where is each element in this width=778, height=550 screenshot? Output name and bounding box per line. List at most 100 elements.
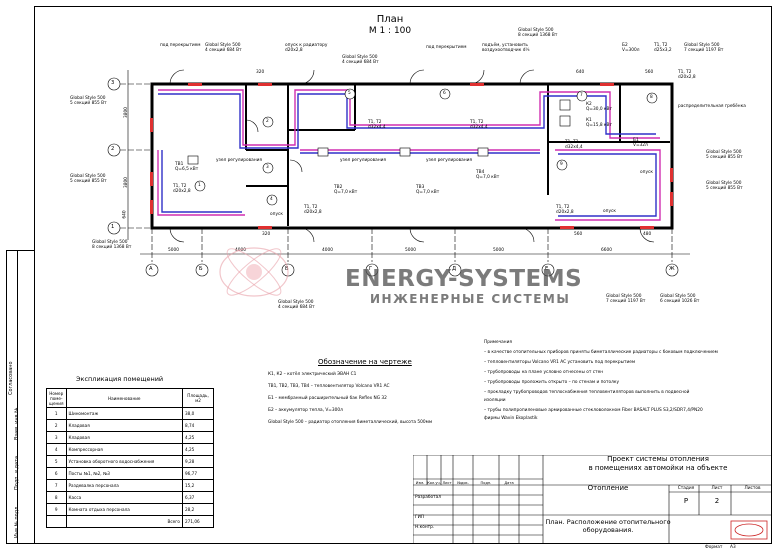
legend-line-1: К1, К2 – котёл электрический ЭВАН С1 bbox=[268, 372, 357, 377]
dim-320-b: 320 bbox=[262, 232, 271, 237]
dim-span-6: 6600 bbox=[601, 248, 612, 253]
room-9: 9 bbox=[560, 162, 563, 167]
expl-header-area: Площадь, м2 bbox=[182, 388, 214, 408]
ann-tv1: ТВ1 Q=6,5 кВт bbox=[175, 162, 199, 172]
ann-t1t2-d20-a: Т1, Т2 d20х2,8 bbox=[173, 184, 191, 194]
side-strip bbox=[6, 250, 34, 544]
axis-d: Д bbox=[452, 266, 457, 272]
room-4: 4 bbox=[270, 197, 273, 202]
ann-t1t2-d20-b: Т1, Т2 d20х2,8 bbox=[304, 205, 322, 215]
stamp-h-sheets: Листов bbox=[744, 486, 761, 491]
watermark-sub: ИНЖЕНЕРНЫЕ СИСТЕМЫ bbox=[370, 292, 571, 306]
ann-uzel-3: узел регулирования bbox=[426, 158, 473, 163]
ann-gs500-5-left2: Global Style 500 5 секций 855 Вт bbox=[70, 174, 107, 184]
ann-opusk-2: опуск bbox=[640, 170, 653, 175]
dim-h-1: 3800 bbox=[123, 107, 129, 118]
axis-a: А bbox=[149, 266, 153, 272]
legend-line-2: ТВ1, ТВ2, ТВ3, ТВ4 – тепловентилятор Vol… bbox=[268, 384, 390, 389]
ann-uzel-2: узел регулирования bbox=[340, 158, 387, 163]
ann-pod-perekr-top: под перекрытием bbox=[426, 45, 467, 50]
ann-t1t2-d32-b: Т1, Т2 d32х4,4 bbox=[470, 120, 488, 130]
stamp-cols: Изм. Кол.уч. Лист №док. Подп. Дата bbox=[415, 481, 514, 485]
ann-t1t2-d25: Т1, Т2 d25х3,2 bbox=[654, 43, 672, 53]
ann-k1: К1 Q=15,8 кВт bbox=[586, 118, 612, 128]
legend-title: Обозначение на чертеже bbox=[318, 358, 412, 366]
expl-header-name: Наименование bbox=[65, 388, 183, 408]
ann-pod-perekr-1: под перекрытием bbox=[160, 43, 201, 48]
stamp-h-stage: Стадия bbox=[677, 486, 695, 491]
dim-span-5: 5000 bbox=[493, 248, 504, 253]
axis-2: 2 bbox=[111, 146, 115, 152]
note-4: – трубопроводы проложить открыто – по ст… bbox=[484, 380, 620, 385]
format-label: Формат bbox=[705, 545, 723, 550]
ann-gs500-top: Global Style 500 4 секций 684 Вт bbox=[205, 43, 242, 53]
drawing-frame bbox=[34, 6, 772, 544]
watermark-emblem bbox=[219, 247, 289, 297]
room-3: 3 bbox=[266, 165, 269, 170]
axis-v: В bbox=[285, 266, 289, 272]
ann-gs500-4-bot: Global Style 500 4 секций 684 Вт bbox=[278, 300, 315, 310]
room-1: 1 bbox=[198, 183, 201, 188]
ann-gs500-7-bot: Global Style 500 7 секций 1197 Вт bbox=[606, 294, 646, 304]
ann-b2: Б2 V=300л bbox=[622, 43, 640, 53]
ann-podem: подъём, установить воздухоотводчик d¼ bbox=[482, 43, 530, 53]
stamp-h-sheet: Лист bbox=[711, 486, 723, 491]
ann-tv3: ТВ3 Q=7,0 кВт bbox=[416, 185, 440, 195]
axis-b: Б bbox=[199, 266, 203, 272]
ann-tv4: ТВ4 Q=7,0 кВт bbox=[476, 170, 500, 180]
note-2: – тепловентиляторы Volcano VR1 AC устано… bbox=[484, 360, 636, 365]
stamp-role-3: ГИП bbox=[415, 515, 425, 520]
expl-header-num: Номер поме-щения bbox=[46, 388, 67, 408]
notes-title: Примечания bbox=[484, 340, 512, 345]
ann-gs500-mid: Global Style 500 4 секций 684 Вт bbox=[342, 55, 379, 65]
plan-scale: М 1 : 100 bbox=[368, 26, 412, 36]
dim-560-bot: 560 bbox=[574, 232, 583, 237]
ann-raspr: распределительная гребёнка bbox=[678, 104, 746, 109]
ann-k2: К2 Q=30,0 кВт bbox=[586, 102, 612, 112]
dim-span-1: 5000 bbox=[168, 248, 179, 253]
note-3: – трубопроводы на плане условно отнесены… bbox=[484, 370, 604, 375]
title-block bbox=[413, 455, 772, 544]
dim-640: 640 bbox=[576, 70, 585, 75]
room-2: 2 bbox=[266, 119, 269, 124]
expl-title: Экспликация помещений bbox=[76, 375, 164, 383]
stamp-sheet-title: План. Расположение отопительного оборудо… bbox=[545, 518, 671, 534]
axis-1: 1 bbox=[111, 224, 115, 230]
dim-480-bot: 480 bbox=[643, 232, 652, 237]
stamp-sheet: 2 bbox=[714, 497, 720, 505]
ann-gs500-6-bot: Global Style 500 6 секций 1026 Вт bbox=[660, 294, 700, 304]
ann-t1t2-d32-a: Т1, Т2 d32х4,4 bbox=[368, 120, 386, 130]
ann-gs500-5-right2: Global Style 500 5 секций 855 Вт bbox=[706, 181, 743, 191]
ann-opusk-1: опуск bbox=[270, 212, 283, 217]
ann-t1t2-d20-tr: Т1, Т2 d20х2,8 bbox=[678, 70, 696, 80]
dim-span-3: 4000 bbox=[322, 248, 333, 253]
ann-opusk-radiator: опуск к радиатору d20х2,8 bbox=[285, 43, 328, 53]
company-logo bbox=[730, 520, 768, 540]
note-8: фирмы Wavin Ekoplastik bbox=[484, 416, 538, 421]
dim-320-a: 320 bbox=[256, 70, 265, 75]
dim-560-top: 560 bbox=[645, 70, 654, 75]
note-7: – трубы полипропиленовые армированные ст… bbox=[484, 408, 703, 413]
axis-e: Е bbox=[545, 266, 549, 272]
room-6: 6 bbox=[443, 91, 446, 96]
stamp-stage: Р bbox=[683, 497, 689, 505]
ann-t1t2-d32-c: Т1, Т2 d32х4,4 bbox=[565, 140, 583, 150]
dim-span-4: 5000 bbox=[405, 248, 416, 253]
dim-h-2: 3800 bbox=[123, 177, 129, 188]
legend-line-4: Б2 – аккумулятор тепла, V=300л bbox=[268, 408, 343, 413]
stamp-section: Отопление bbox=[587, 484, 629, 492]
axis-3: 3 bbox=[111, 80, 115, 86]
ann-b1: Б1 V=32л bbox=[633, 138, 648, 148]
ann-gs500-5-left: Global Style 500 5 секций 855 Вт bbox=[70, 96, 107, 106]
